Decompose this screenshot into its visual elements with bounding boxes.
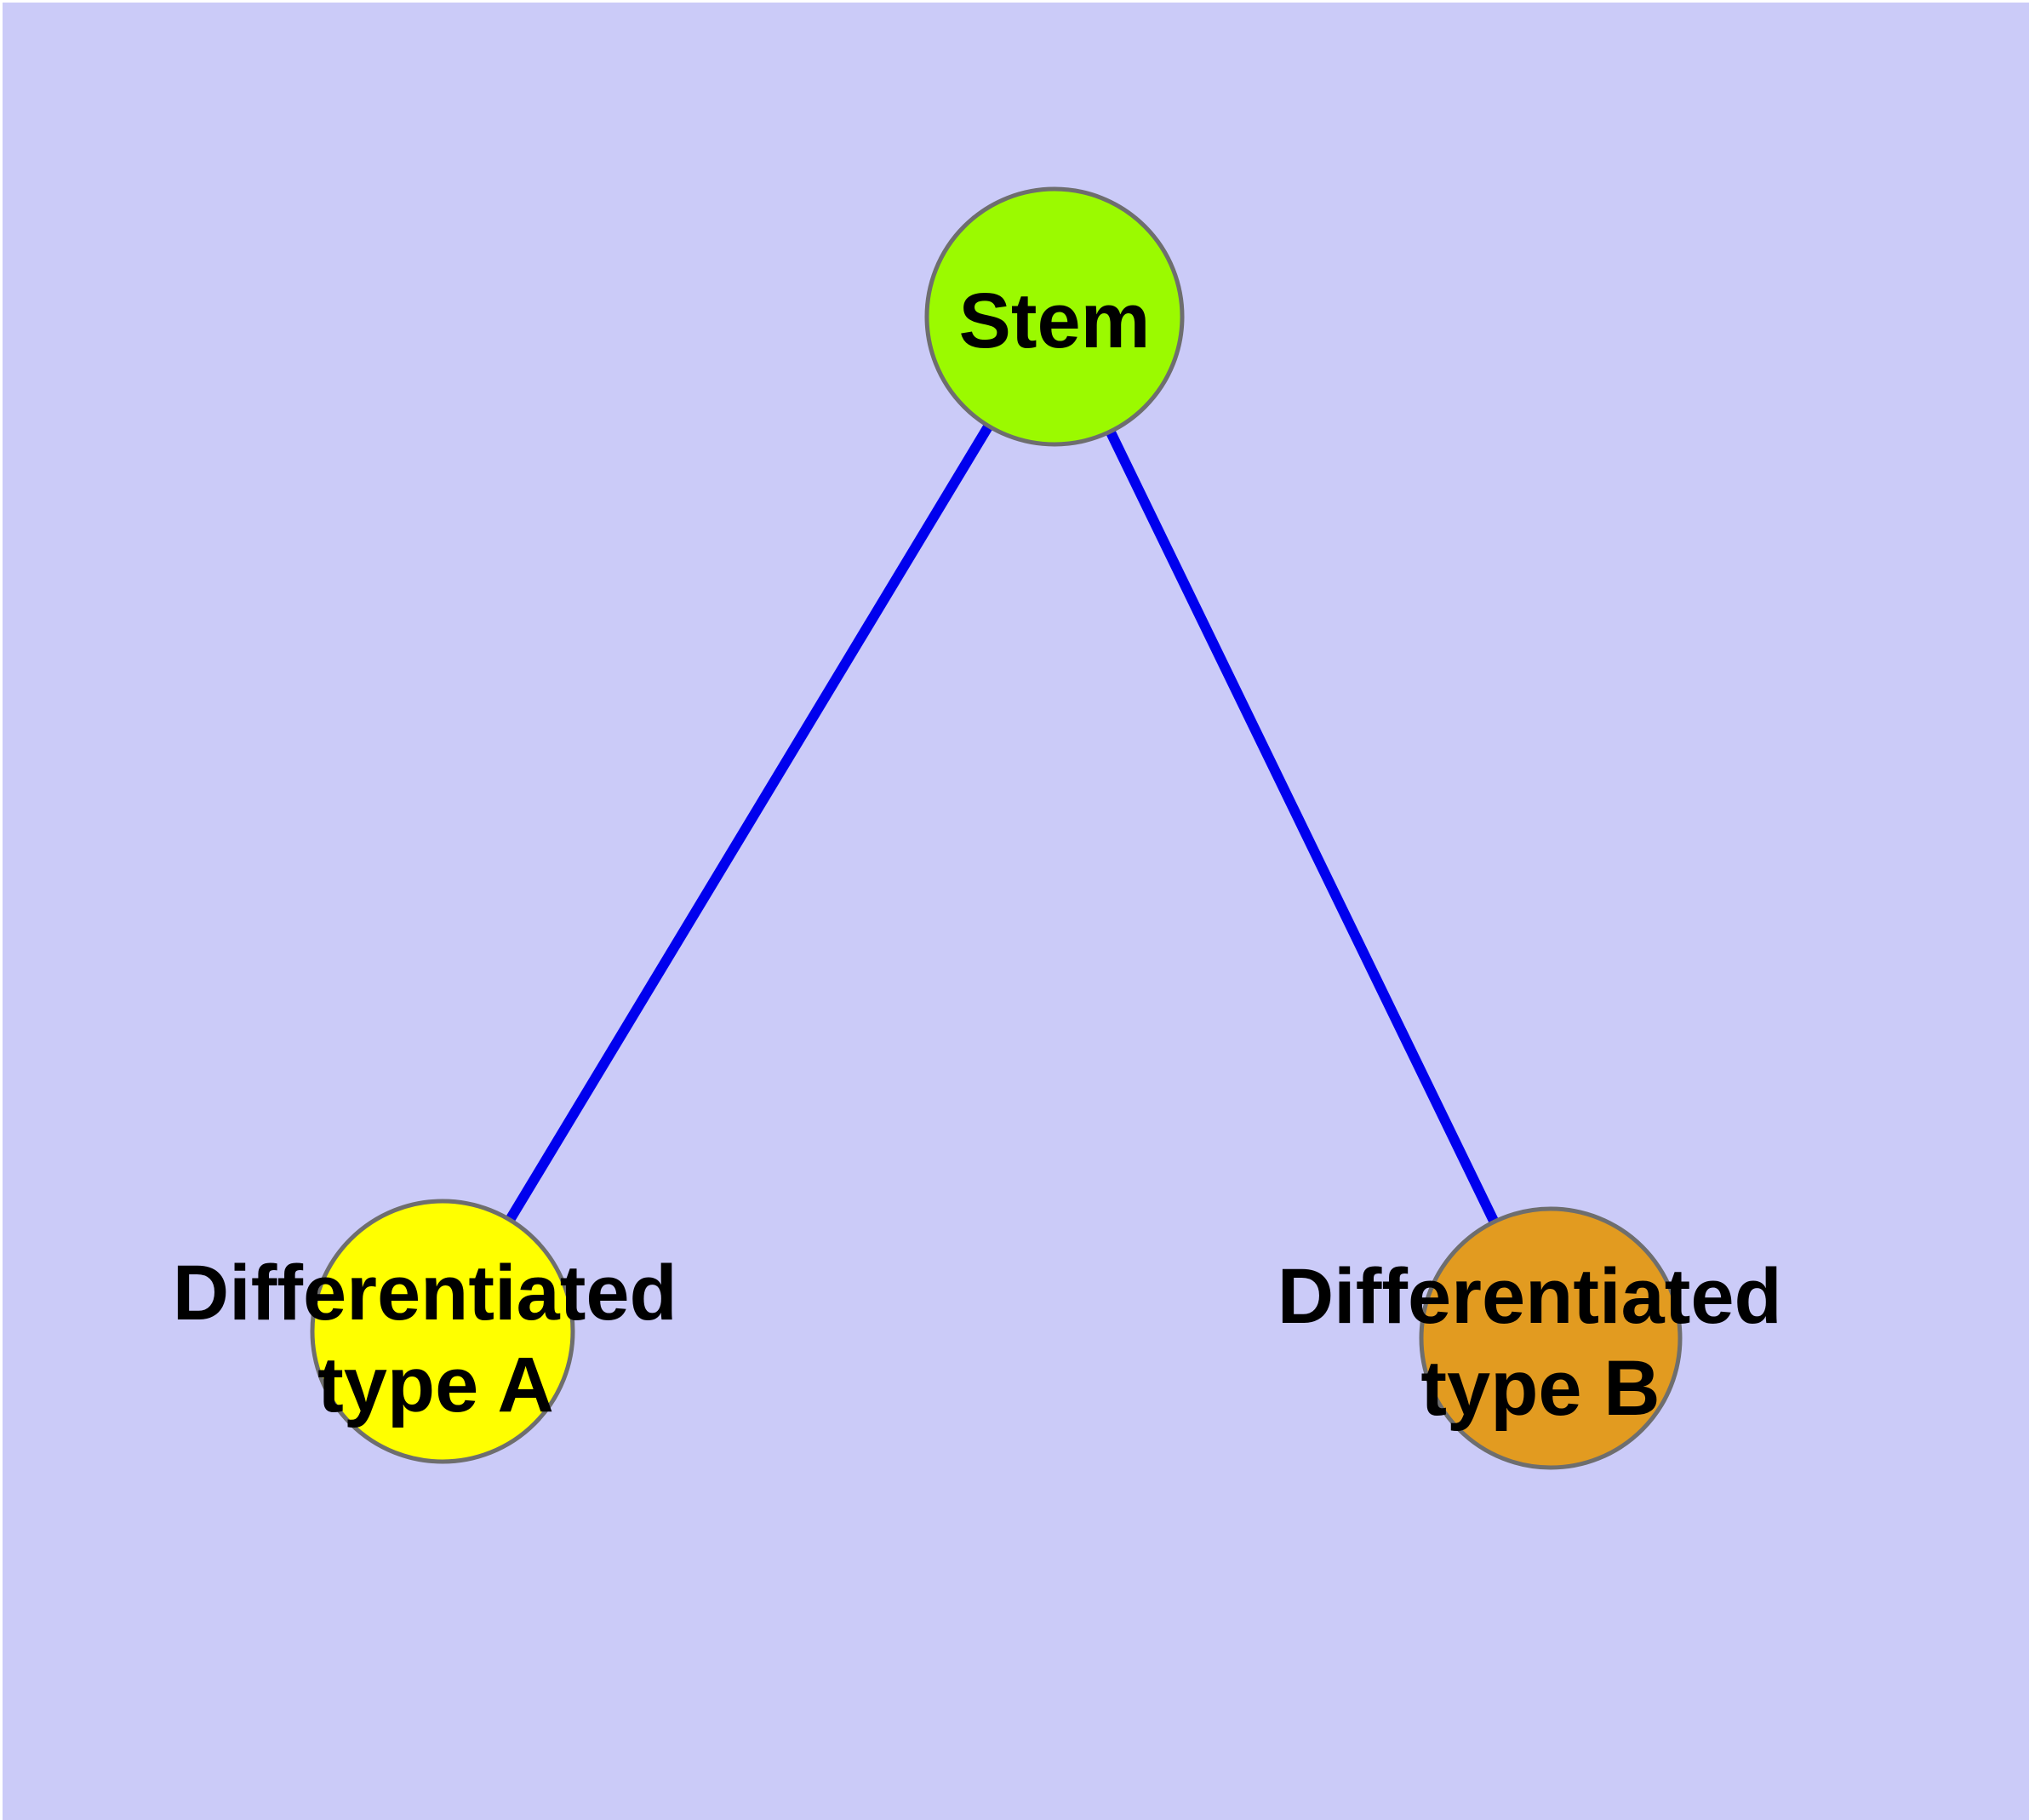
edge-stem-to-type-a [437,313,1060,1335]
node-type-a-label-line2: type A [317,1342,554,1428]
node-stem [924,186,1185,447]
node-type-a [310,1199,575,1464]
node-type-b-label: Differentiated type B [1277,1253,1804,1432]
node-type-b-label-line2: type B [1420,1345,1660,1432]
node-type-a-label-line1: Differentiated [173,1250,677,1336]
node-type-a-label: Differentiated type A [173,1250,700,1428]
node-type-b-label-line1: Differentiated [1277,1253,1782,1340]
node-type-b [1419,1206,1683,1470]
edge-stem-to-type-b [1049,314,1556,1341]
node-stem-label: Stem [959,278,1151,364]
